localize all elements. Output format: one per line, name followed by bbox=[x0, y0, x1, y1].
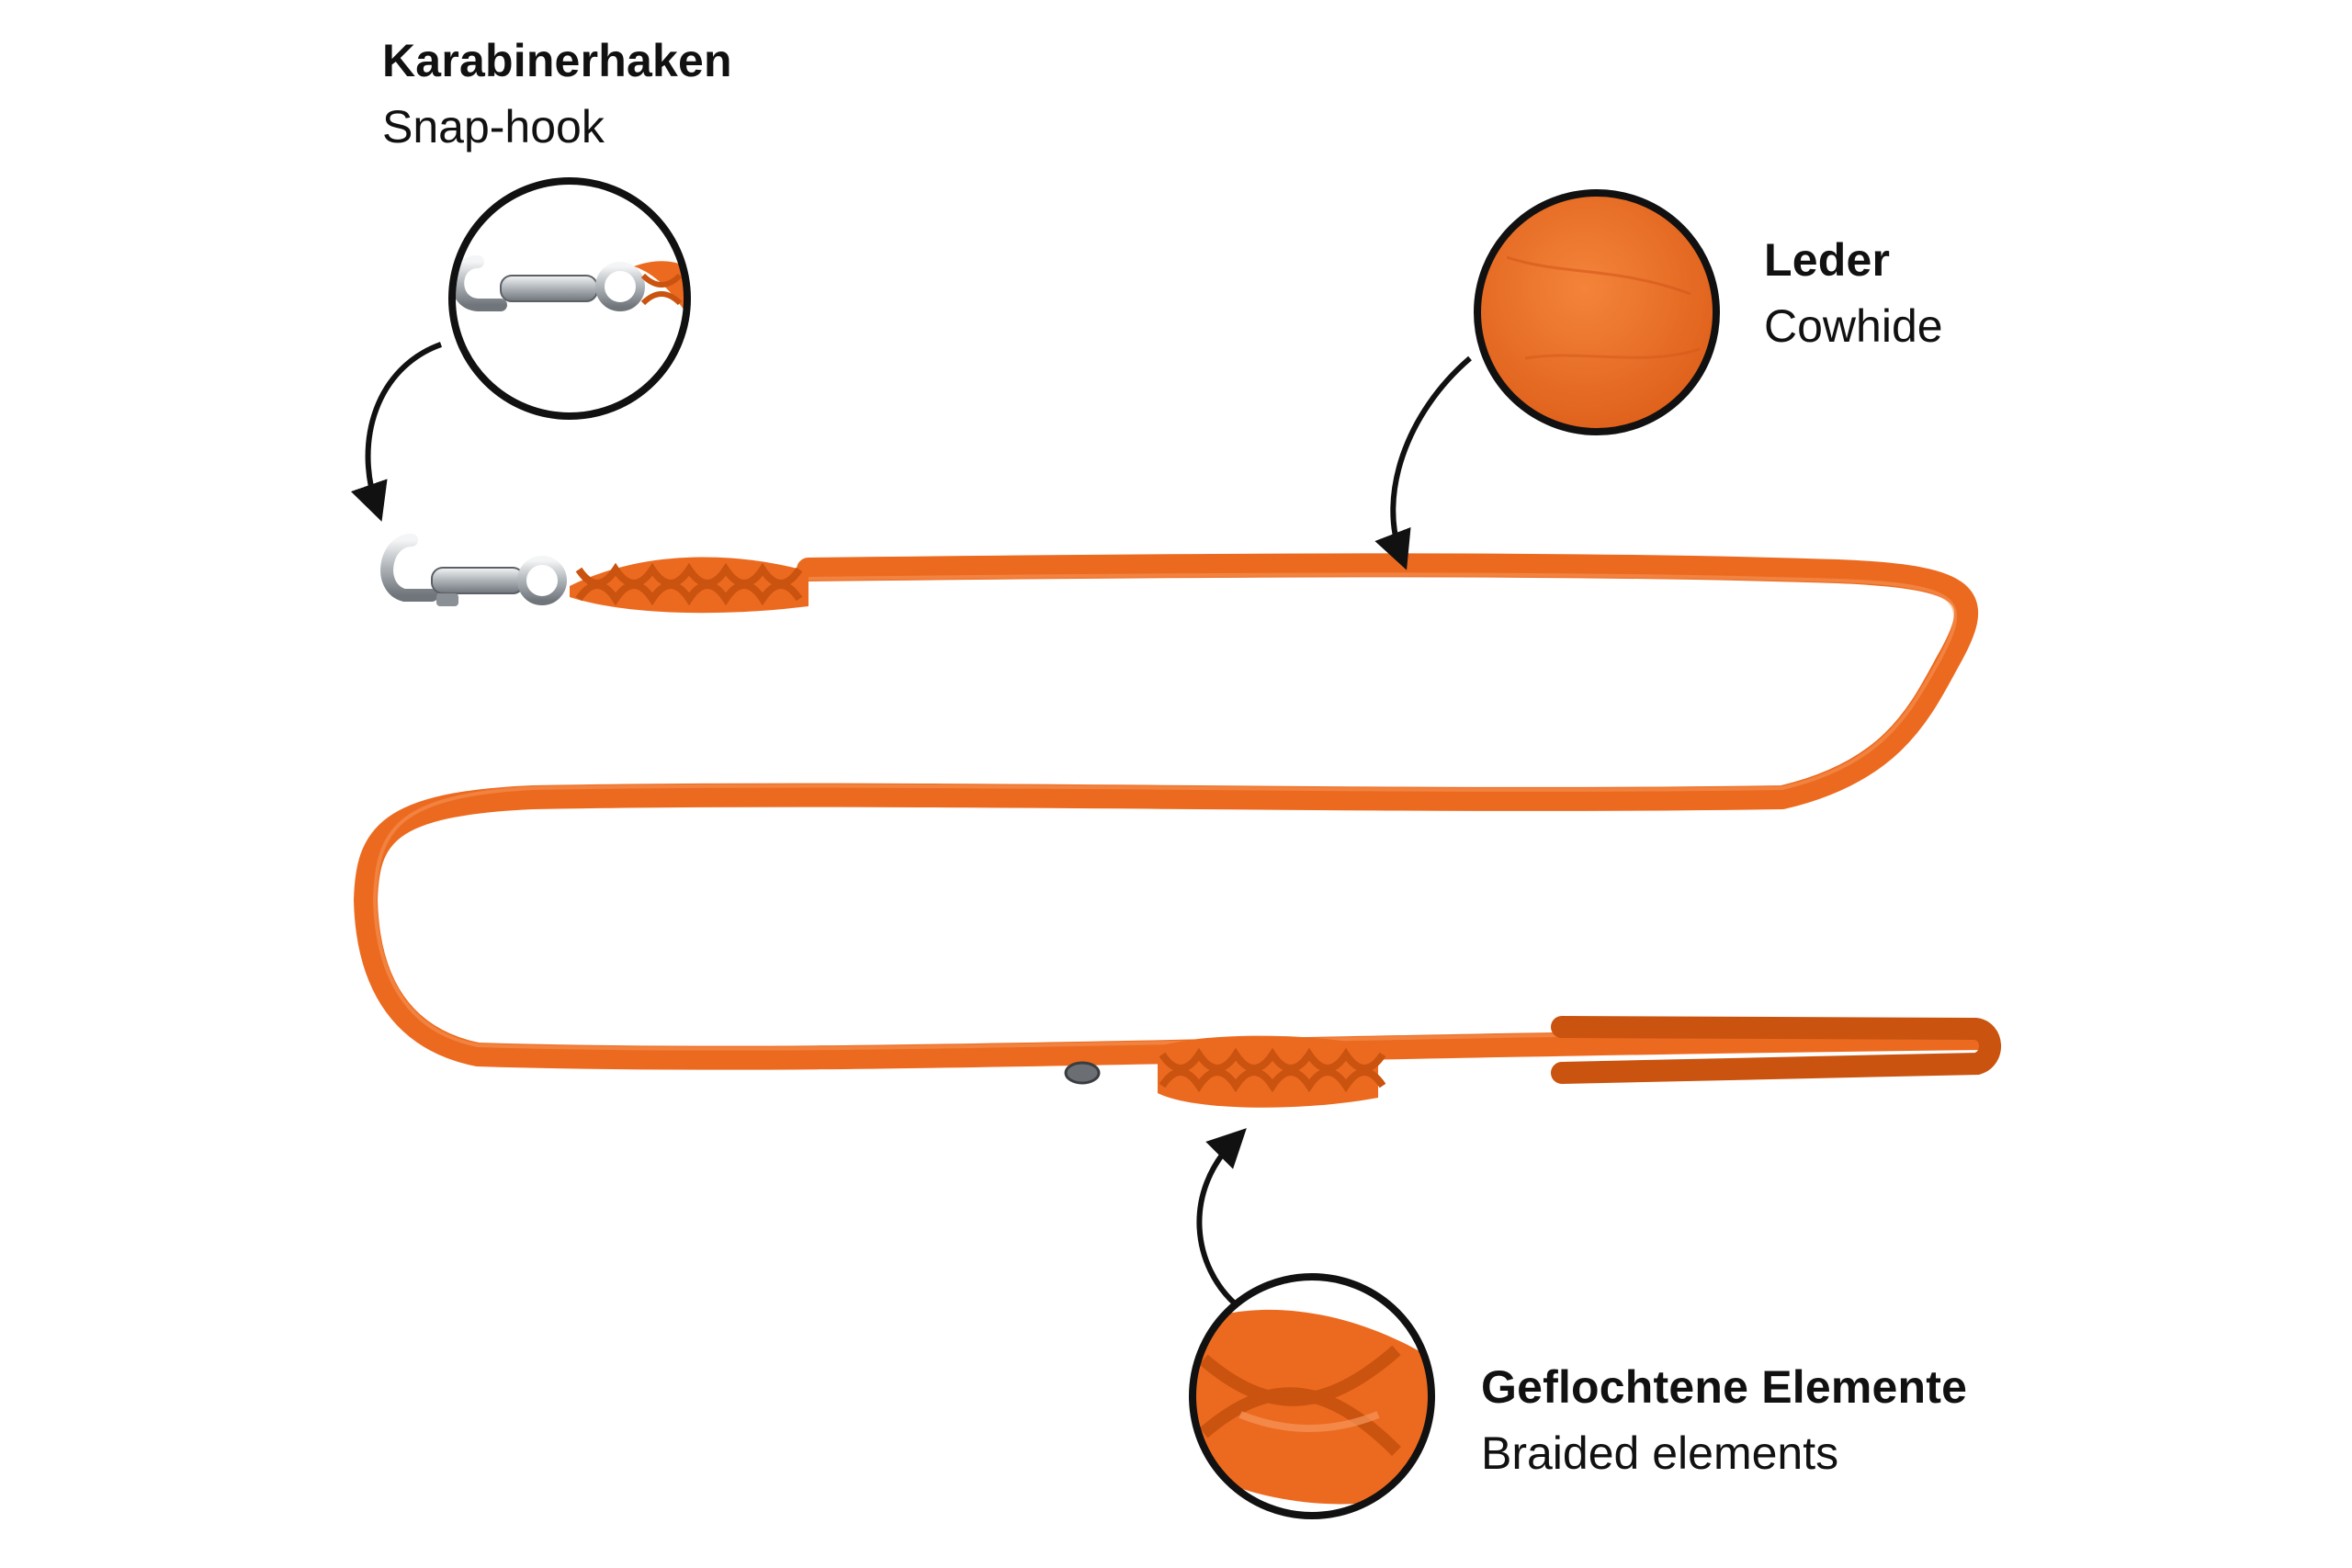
leash-body bbox=[354, 553, 1996, 1070]
callout-leather-circle bbox=[1474, 189, 1720, 435]
label-snap-hook-subtitle: Snap-hook bbox=[382, 100, 605, 152]
label-snap-hook-title: Karabinerhaken bbox=[382, 35, 732, 86]
braid-top bbox=[570, 557, 808, 614]
snap-hook bbox=[380, 534, 567, 606]
callout-hook-circle bbox=[448, 177, 691, 420]
label-braided: Geflochtene Elemente Braided elements bbox=[1481, 1361, 1967, 1480]
label-snap-hook: Karabinerhaken Snap-hook bbox=[382, 35, 732, 153]
label-braided-title: Geflochtene Elemente bbox=[1481, 1361, 1968, 1413]
arrow-leather bbox=[1374, 355, 1472, 570]
callout-braid-circle bbox=[1189, 1273, 1435, 1519]
label-braided-subtitle: Braided elements bbox=[1481, 1427, 1839, 1479]
label-leather-subtitle: Cowhide bbox=[1764, 299, 1943, 352]
label-leather: Leder Cowhide bbox=[1764, 234, 1943, 353]
arrow-braid bbox=[1196, 1128, 1247, 1307]
braid-middle bbox=[1158, 1035, 1386, 1108]
label-leather-title: Leder bbox=[1764, 234, 1891, 286]
rivet bbox=[1064, 1061, 1101, 1085]
leash-strap bbox=[354, 553, 2001, 1085]
arrow-hook bbox=[350, 342, 443, 522]
handle-end bbox=[1551, 1016, 2001, 1084]
